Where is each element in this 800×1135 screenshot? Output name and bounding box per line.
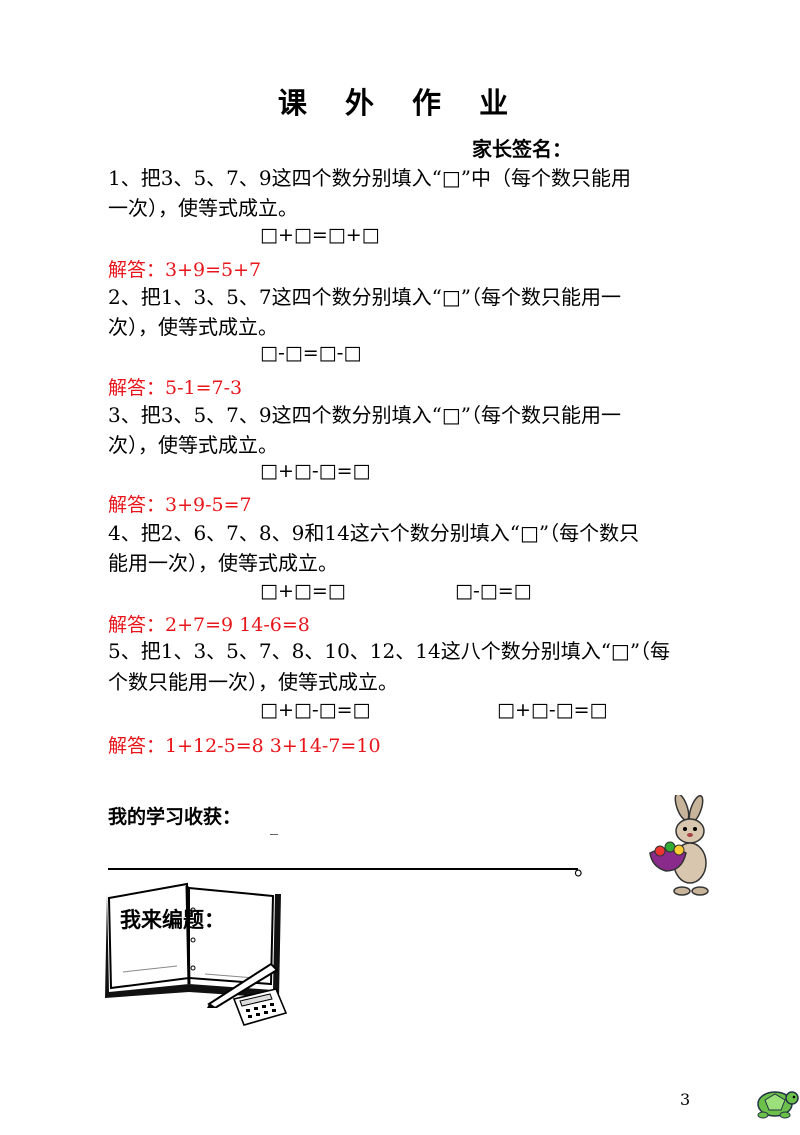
parent-signature-label: 家长签名：	[472, 137, 572, 161]
problem-4-equation-1: □+□=□	[260, 580, 346, 602]
problem-3-line-2: 次），使等式成立。	[108, 433, 278, 457]
problem-5-line-2: 个数只能用一次），使等式成立。	[108, 670, 398, 694]
problem-4-line-2: 能用一次），使等式成立。	[108, 551, 338, 575]
problem-5-answer: 解答：1+12-5=8 3+14-7=10	[108, 735, 381, 757]
problem-5-line-1: 5、把1、3、5、7、8、10、12、14这八个数分别填入“□”（每	[108, 639, 671, 663]
page-title: 课 外 作 业	[277, 86, 523, 120]
problem-1-line-1: 1、把3、5、7、9这四个数分别填入“□”中（每个数只能用	[108, 166, 631, 190]
problem-5-equation-1: □+□-□=□	[260, 699, 371, 721]
problem-4-line-1: 4、把2、6、7、8、9和14这六个数分别填入“□”（每个数只	[108, 521, 640, 545]
answer-underline	[108, 868, 578, 870]
problem-1-equation: □+□=□+□	[260, 224, 380, 246]
problem-5-equation-2: □+□-□=□	[497, 699, 608, 721]
learning-harvest-label: 我的学习收获：	[108, 806, 242, 828]
rabbit-icon	[649, 795, 709, 896]
problem-3-equation: □+□-□=□	[260, 460, 371, 482]
problem-3-line-1: 3、把3、5、7、9这四个数分别填入“□”（每个数只能用一	[108, 403, 621, 427]
problem-2-line-2: 次），使等式成立。	[108, 315, 278, 339]
problem-2-equation: □-□=□-□	[260, 342, 362, 364]
harvest-period: 。	[574, 856, 597, 881]
problem-2-line-1: 2、把1、3、5、7这四个数分别填入“□”（每个数只能用一	[108, 285, 621, 309]
calculator-icon	[232, 988, 288, 1026]
turtle-icon	[757, 1091, 799, 1119]
page-number: 3	[680, 1090, 691, 1109]
notebook-label: 我来编题：	[120, 908, 225, 932]
problem-4-answer: 解答：2+7=9 14-6=8	[108, 614, 310, 636]
problem-2-answer: 解答：5-1=7-3	[108, 377, 243, 399]
notebook-icon	[105, 882, 281, 998]
problem-1-answer: 解答：3+9=5+7	[108, 259, 262, 281]
problem-1-line-2: 一次），使等式成立。	[108, 196, 298, 220]
problem-3-answer: 解答：3+9-5=7	[108, 494, 252, 516]
pen-icon	[207, 962, 279, 1008]
harvest-blank-mark: _	[270, 816, 278, 835]
problem-4-equation-2: □-□=□	[455, 580, 532, 602]
